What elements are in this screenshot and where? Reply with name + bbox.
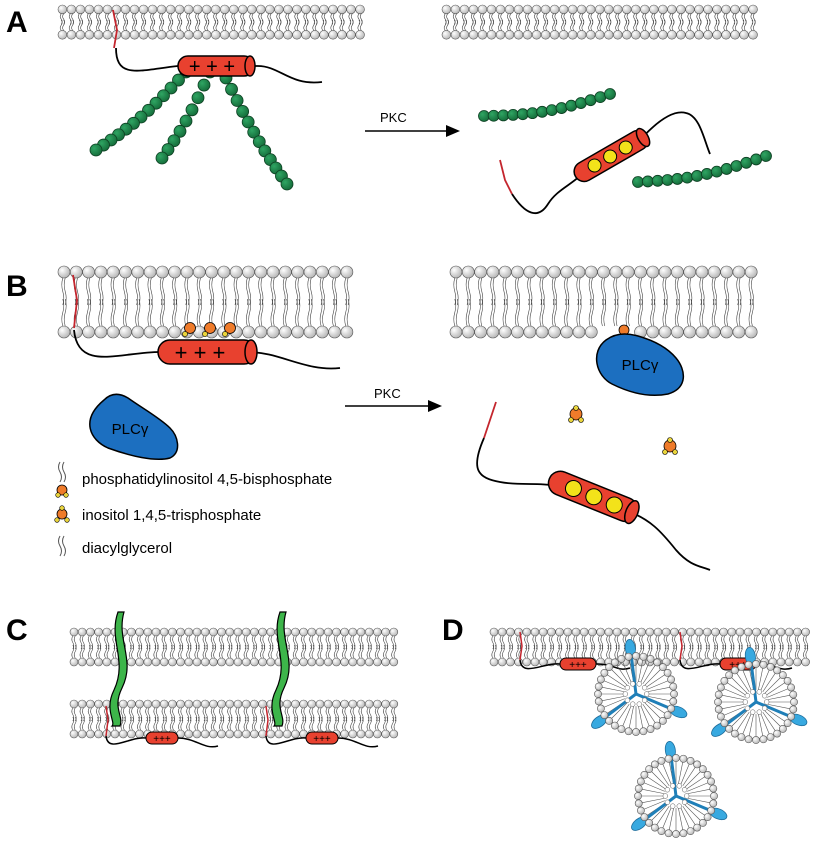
released-anchor-b [483, 401, 497, 439]
legend-item-pip2: phosphatidylinositol 4,5-bisphosphate [55, 461, 332, 498]
panel-label-d: D [442, 614, 464, 647]
plc-gamma-right [595, 333, 684, 396]
legend-text-ip3: inositol 1,4,5-trisphosphate [82, 507, 261, 524]
membrane-c-top [69, 627, 399, 667]
positive-charges-c2: +++ [313, 734, 331, 745]
effector-cylinder-b-released [547, 470, 640, 525]
effector-cylinder-c2: +++ [305, 731, 339, 745]
effector-cylinder-a [177, 55, 256, 77]
positive-charges-c1: +++ [153, 734, 171, 745]
panel-c: +++ +++ [69, 611, 399, 748]
panel-b: + + + PLCγ PKC PLCγ [54, 265, 758, 571]
pkc-label-b: PKC [374, 386, 401, 401]
pkc-arrow-head-a [446, 125, 460, 137]
plc-label-right: PLCγ [622, 357, 659, 374]
released-anchor-a [499, 159, 513, 195]
effector-cylinder-a-released [573, 127, 651, 183]
ip3-molecule-2 [662, 437, 678, 455]
actin-chain-2 [155, 65, 217, 165]
dag-icon [58, 535, 62, 557]
legend-text-dag: diacylglycerol [82, 540, 172, 557]
pip2-icon [56, 484, 68, 496]
ip3-molecule-1 [568, 405, 584, 423]
effector-cylinder-b [157, 339, 258, 365]
panel-d: +++ +++ [489, 627, 810, 838]
released-peptide-a [511, 111, 711, 215]
membrane-a-right [441, 4, 758, 40]
micelle-1 [591, 638, 688, 736]
legend-text-pip2: phosphatidylinositol 4,5-bisphosphate [82, 471, 332, 488]
actin-chain-1 [89, 65, 193, 157]
positive-charges-a: + + + [189, 56, 235, 78]
effector-cylinder-c1: +++ [145, 731, 179, 745]
panel-label-b: B [6, 270, 28, 303]
membrane-anchor-a [112, 9, 118, 49]
micelle-2 [711, 646, 808, 744]
pkc-arrow-head-b [428, 400, 442, 412]
actin-chain-3 [219, 71, 294, 191]
tm-protein-2 [271, 611, 290, 727]
panel-a: + + + PKC [57, 4, 772, 215]
effector-cylinder-d1: +++ [559, 657, 597, 671]
pkc-label-a: PKC [380, 110, 407, 125]
panel-label-c: C [6, 614, 28, 647]
negative-charges-b [564, 480, 623, 514]
released-peptide-b [476, 437, 711, 571]
membrane-c-bottom [69, 699, 399, 739]
membrane-b-right [449, 265, 758, 339]
micelle-3 [631, 740, 728, 838]
membrane-a-left [57, 4, 365, 40]
legend: phosphatidylinositol 4,5-bisphosphate in… [54, 461, 332, 557]
membrane-anchor-b [72, 274, 78, 329]
panel-label-a: A [6, 6, 28, 39]
positive-charges-d1: +++ [569, 660, 587, 671]
legend-item-ip3: inositol 1,4,5-trisphosphate [54, 505, 261, 524]
plc-gamma-left [89, 393, 179, 461]
released-chain-2 [632, 150, 772, 188]
pip2-cluster [182, 322, 236, 337]
plc-label-left: PLCγ [112, 421, 149, 438]
legend-item-dag: diacylglycerol [58, 535, 172, 557]
released-chain-1 [478, 88, 616, 122]
negative-charges-a [587, 140, 633, 173]
positive-charges-b: + + + [175, 340, 226, 365]
tm-protein-1 [109, 611, 128, 727]
